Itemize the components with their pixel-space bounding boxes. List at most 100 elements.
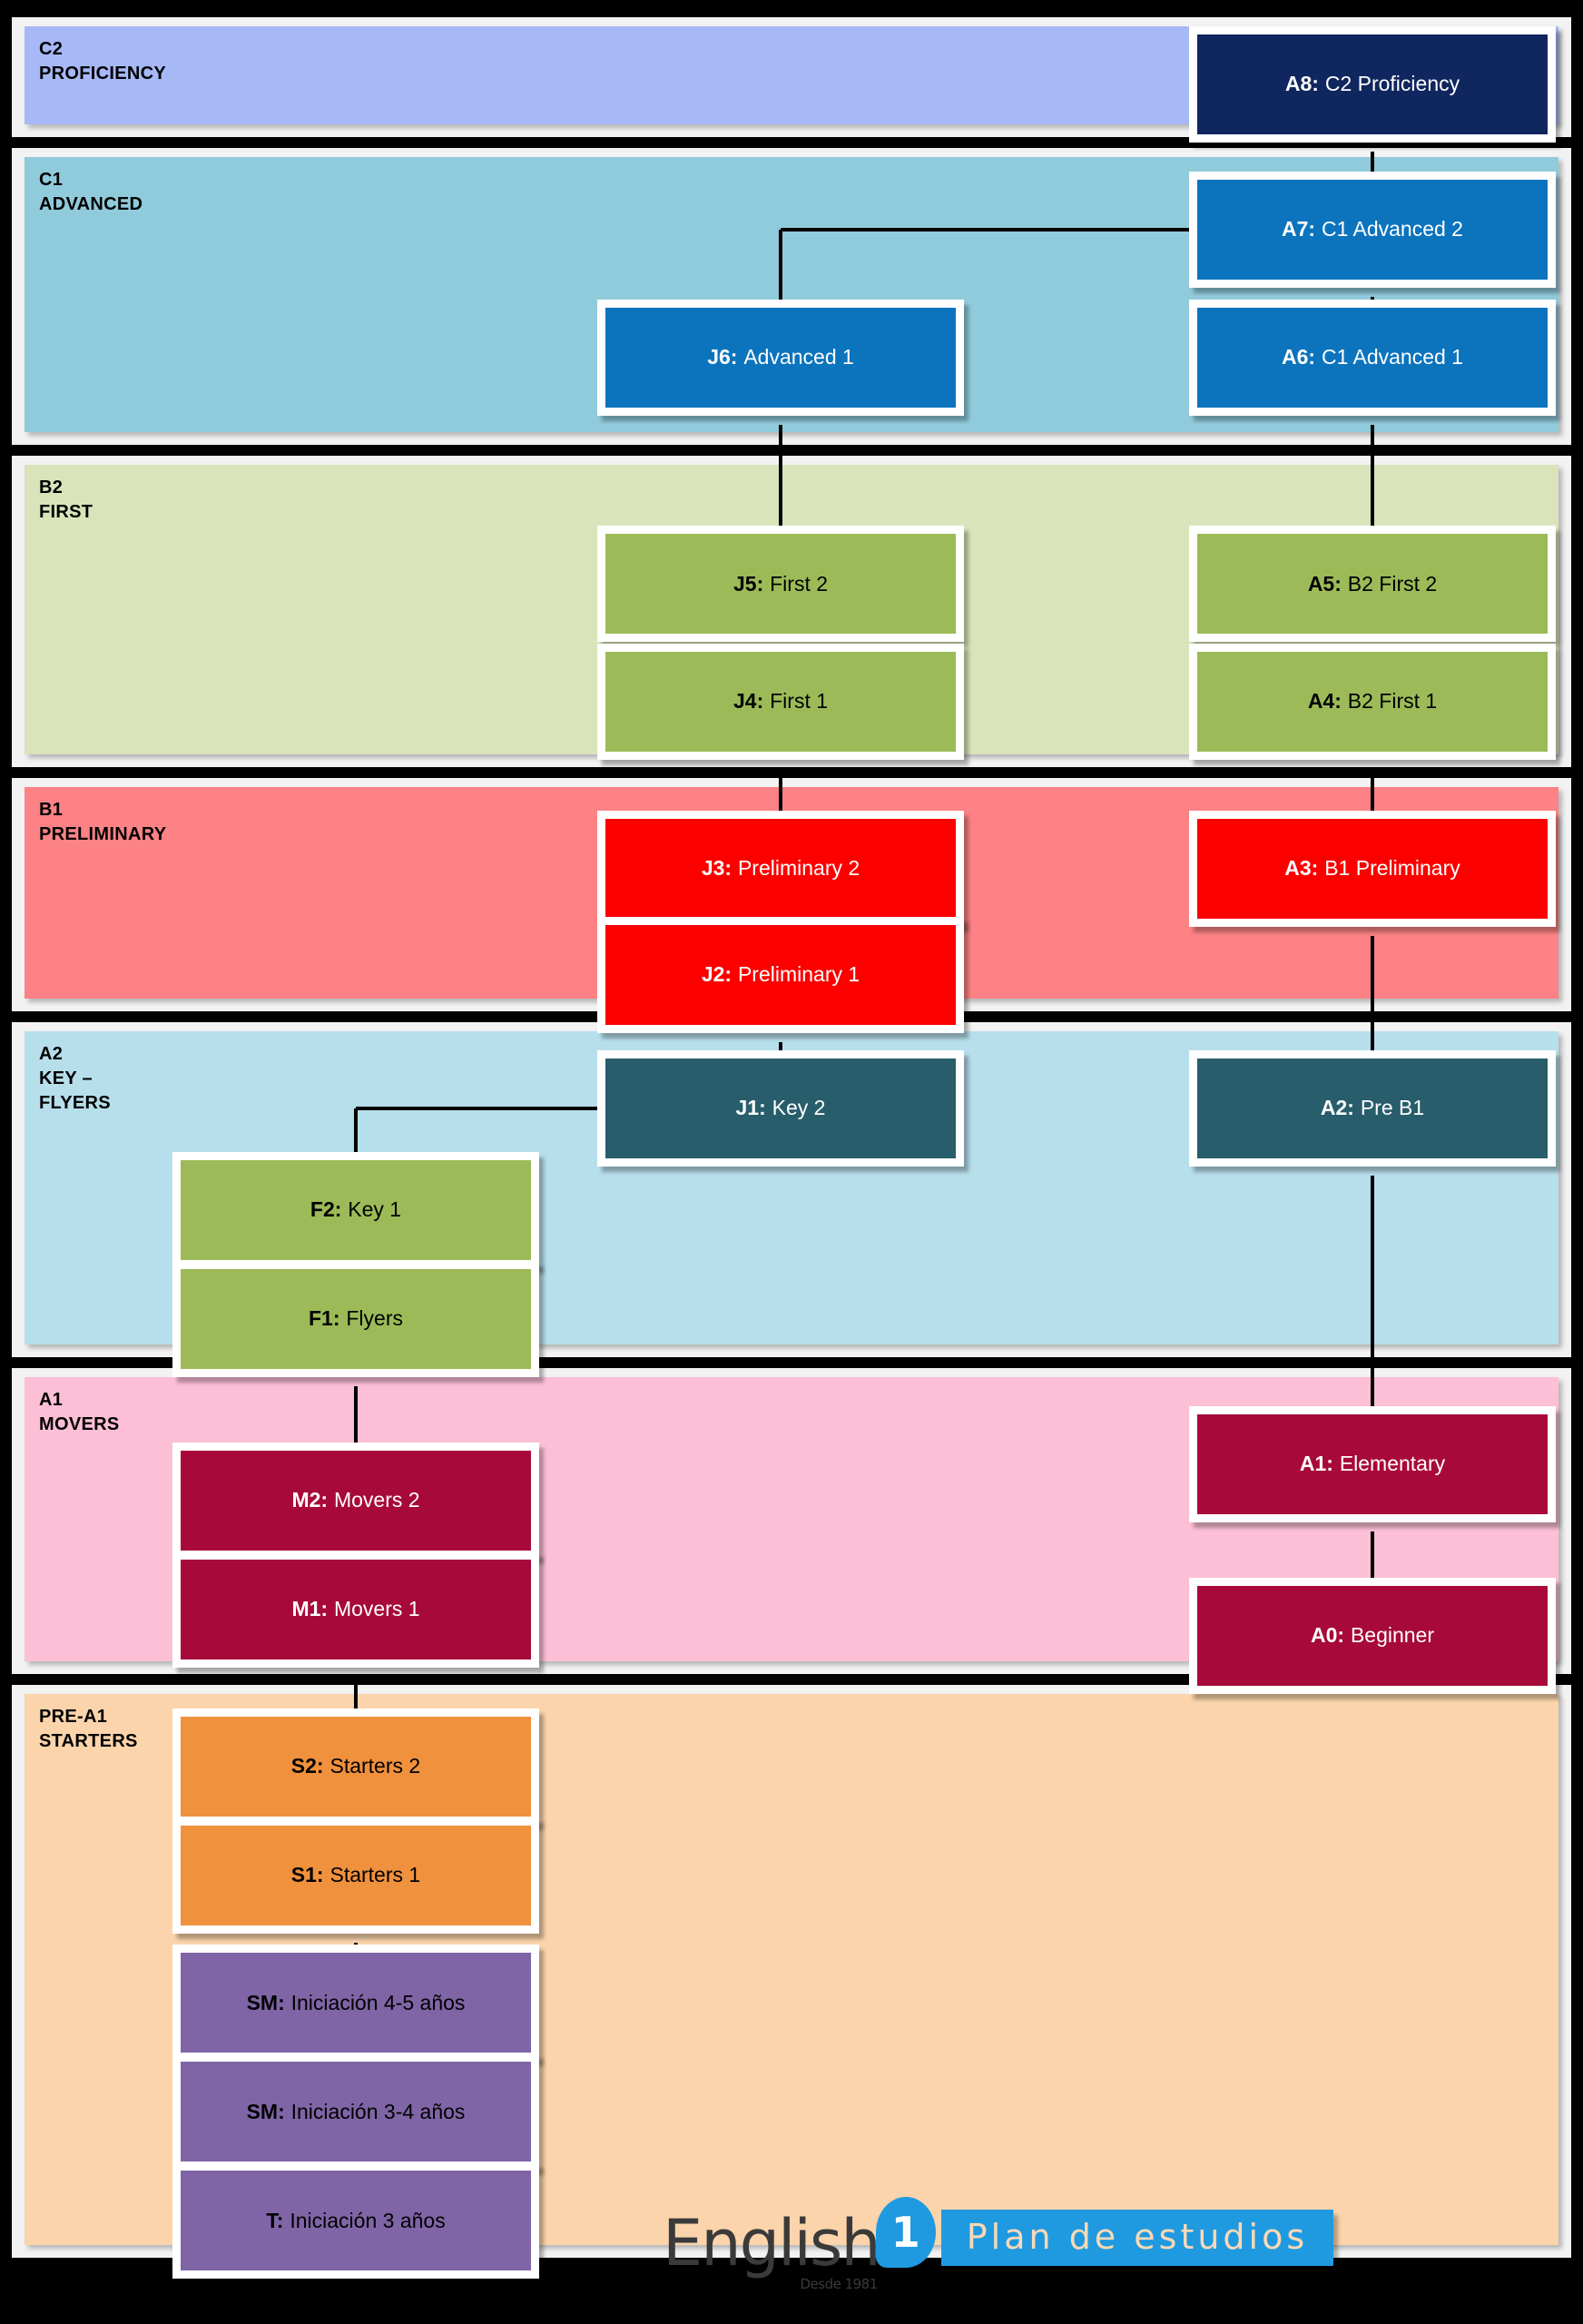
course-name: Iniciación 3-4 años — [291, 2101, 466, 2123]
course-code: J6: — [707, 346, 737, 369]
course-name: Flyers — [346, 1307, 403, 1330]
course-name: Iniciación 3 años — [290, 2210, 445, 2232]
course-code: F2: — [310, 1198, 342, 1221]
course-node-j5[interactable]: J5:First 2 — [597, 526, 964, 642]
connector-j6-to-j5 — [779, 425, 782, 527]
cefr-band-label-c1: C1 ADVANCED — [39, 168, 143, 217]
course-node-a6[interactable]: A6: C1 Advanced 1 — [1189, 300, 1556, 416]
connector-a7-to-j6-horizontal — [781, 228, 1189, 231]
course-node-a5[interactable]: A5: B2 First 2 — [1189, 526, 1556, 642]
course-node-face: A8: C2 Proficiency — [1197, 34, 1548, 134]
course-node-a8[interactable]: A8: C2 Proficiency — [1189, 26, 1556, 143]
course-node-a0[interactable]: A0: Beginner — [1189, 1578, 1556, 1694]
course-name: Pre B1 — [1361, 1097, 1424, 1119]
course-node-face: A0: Beginner — [1197, 1586, 1548, 1686]
course-code: J2: — [702, 963, 732, 986]
course-code: A3: — [1284, 857, 1318, 880]
connector-a7-to-j6-vertical — [779, 230, 782, 300]
course-node-j2[interactable]: J2:Preliminary 1 — [597, 917, 964, 1033]
logo-one-digit: 1 — [876, 2197, 936, 2268]
course-code: A2: — [1321, 1097, 1354, 1119]
course-name: Advanced 1 — [743, 346, 853, 369]
course-code: J1: — [736, 1097, 766, 1119]
course-node-face: F1: Flyers — [181, 1269, 531, 1369]
course-name: B2 First 2 — [1348, 573, 1437, 596]
course-node-s2[interactable]: S2:Starters 2 — [172, 1709, 539, 1825]
course-node-j4[interactable]: J4:First 1 — [597, 644, 964, 760]
course-node-m1[interactable]: M1: Movers 1 — [172, 1551, 539, 1668]
course-node-sm1[interactable]: SM:Iniciación 3-4 años — [172, 2053, 539, 2170]
course-name: Key 1 — [348, 1198, 401, 1221]
course-node-a4[interactable]: A4: B2 First 1 — [1189, 644, 1556, 760]
connector-j1-to-f2-horizontal — [356, 1107, 597, 1110]
course-name: Preliminary 2 — [738, 857, 860, 880]
course-name: First 1 — [770, 690, 828, 713]
course-code: M1: — [291, 1598, 328, 1620]
course-node-face: A3:B1 Preliminary — [1197, 819, 1548, 919]
cefr-band-label-a2: A2 KEY – FLYERS — [39, 1042, 111, 1116]
course-node-face: S1:Starters 1 — [181, 1826, 531, 1925]
course-name: Key 2 — [772, 1097, 826, 1119]
cefr-band-label-c2: C2 PROFICIENCY — [39, 37, 166, 86]
course-node-face: SM: Iniciación 4-5 años — [181, 1953, 531, 2053]
course-node-a3[interactable]: A3:B1 Preliminary — [1189, 811, 1556, 927]
course-node-face: A4: B2 First 1 — [1197, 652, 1548, 752]
course-node-face: A6: C1 Advanced 1 — [1197, 308, 1548, 408]
course-code: A8: — [1285, 73, 1319, 95]
logo-wordmark: English Desde 1981 — [663, 2213, 880, 2274]
course-node-face: A5: B2 First 2 — [1197, 534, 1548, 634]
course-node-j3[interactable]: J3:Preliminary 2 — [597, 811, 964, 927]
course-node-f2[interactable]: F2: Key 1 — [172, 1152, 539, 1268]
course-name: C1 Advanced 2 — [1322, 218, 1463, 241]
connector-a4-to-a3 — [1371, 769, 1374, 811]
course-name: C2 Proficiency — [1325, 73, 1460, 95]
course-code: A6: — [1282, 346, 1315, 369]
course-node-face: J3:Preliminary 2 — [605, 819, 956, 919]
course-name: Iniciación 4-5 años — [291, 1992, 466, 2014]
course-name: Beginner — [1351, 1624, 1434, 1647]
course-node-f1[interactable]: F1: Flyers — [172, 1261, 539, 1377]
connector-j1-to-f2-vertical — [354, 1108, 358, 1152]
course-name: Movers 1 — [334, 1598, 420, 1620]
course-code: A5: — [1308, 573, 1342, 596]
connector-a6-to-a5 — [1371, 425, 1374, 527]
course-name: B2 First 1 — [1348, 690, 1437, 713]
course-code: A0: — [1311, 1624, 1344, 1647]
course-code: A4: — [1308, 690, 1342, 713]
course-name: First 2 — [770, 573, 828, 596]
course-node-face: SM:Iniciación 3-4 años — [181, 2062, 531, 2162]
logo-one-badge-icon: 1 — [876, 2197, 936, 2268]
course-node-face: J1: Key 2 — [605, 1059, 956, 1158]
course-node-j6[interactable]: J6: Advanced 1 — [597, 300, 964, 416]
connector-a3-to-a2 — [1371, 936, 1374, 1050]
course-node-a7[interactable]: A7:C1 Advanced 2 — [1189, 172, 1556, 288]
course-node-t[interactable]: T:Iniciación 3 años — [172, 2162, 539, 2279]
tagline-banner: Plan de estudios — [941, 2210, 1333, 2266]
connector-f1-to-m2 — [354, 1386, 358, 1443]
connector-m1-to-s2 — [354, 1677, 358, 1709]
course-code: SM: — [247, 1992, 285, 2014]
course-node-face: T:Iniciación 3 años — [181, 2171, 531, 2270]
course-node-s1[interactable]: S1:Starters 1 — [172, 1817, 539, 1934]
connector-a2-to-a1 — [1371, 1176, 1374, 1406]
brand-logo: English Desde 1981 1 Plan de estudios — [663, 2197, 1333, 2273]
connector-j4-to-j3 — [779, 769, 782, 811]
course-node-a1[interactable]: A1: Elementary — [1189, 1406, 1556, 1522]
course-name: Starters 2 — [329, 1755, 420, 1777]
course-node-a2[interactable]: A2: Pre B1 — [1189, 1050, 1556, 1167]
course-node-face: J2:Preliminary 1 — [605, 925, 956, 1025]
cefr-band-label-prea1: PRE-A1 STARTERS — [39, 1705, 138, 1754]
cefr-band-label-b2: B2 FIRST — [39, 476, 93, 525]
course-code: A1: — [1300, 1452, 1333, 1475]
course-node-face: J4:First 1 — [605, 652, 956, 752]
course-name: Elementary — [1340, 1452, 1445, 1475]
course-name: C1 Advanced 1 — [1322, 346, 1463, 369]
course-node-sm2[interactable]: SM: Iniciación 4-5 años — [172, 1945, 539, 2061]
logo-wordmark-text: English — [663, 2206, 880, 2280]
course-node-j1[interactable]: J1: Key 2 — [597, 1050, 964, 1167]
course-code: F1: — [309, 1307, 340, 1330]
course-node-face: S2:Starters 2 — [181, 1717, 531, 1817]
course-node-m2[interactable]: M2:Movers 2 — [172, 1443, 539, 1559]
course-node-face: M2:Movers 2 — [181, 1451, 531, 1551]
